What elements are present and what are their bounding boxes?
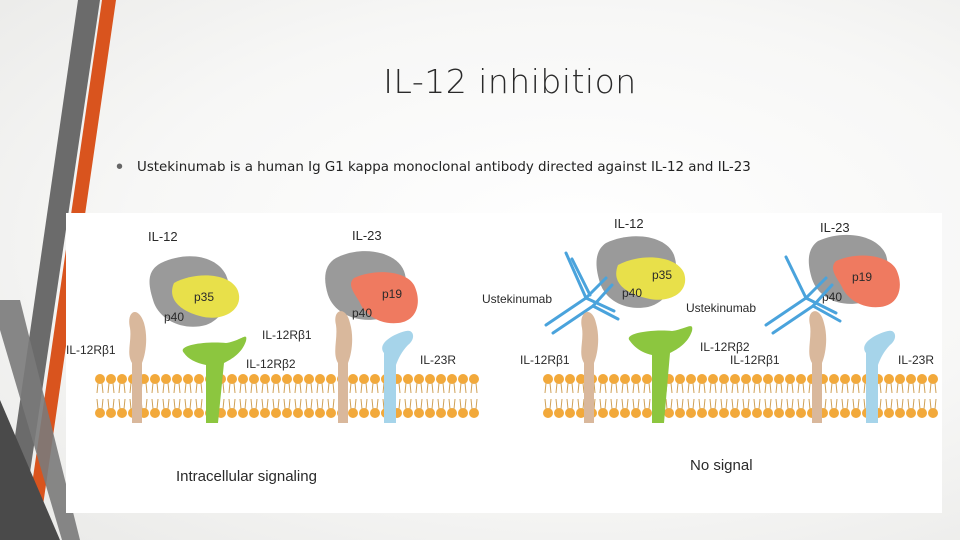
label-il12: IL-12 (148, 229, 178, 244)
label-il12: IL-12 (614, 216, 644, 231)
label-il12rb2: IL-12Rβ2 (246, 357, 296, 371)
il12-il23-diagram: IL-12 p35 p40 IL-23 p19 p40 IL-12Rβ1 IL-… (66, 213, 942, 513)
label-p40: p40 (622, 286, 642, 300)
caption-no-signal: No signal (690, 457, 753, 474)
label-il12rb1: IL-12Rβ1 (262, 328, 312, 342)
label-p40: p40 (164, 310, 184, 324)
label-ustekinumab: Ustekinumab (482, 292, 552, 306)
label-p19: p19 (382, 287, 402, 301)
label-il23: IL-23 (352, 228, 382, 243)
label-p19: p19 (852, 270, 872, 284)
bullet-icon: • (116, 156, 123, 179)
label-ustekinumab: Ustekinumab (686, 301, 756, 315)
label-il12rb1: IL-12Rβ1 (730, 353, 780, 367)
label-p35: p35 (194, 290, 214, 304)
label-p35: p35 (652, 268, 672, 282)
label-il23: IL-23 (820, 220, 850, 235)
label-p40: p40 (352, 306, 372, 320)
label-il23r: IL-23R (420, 353, 456, 367)
label-il12rb1: IL-12Rβ1 (520, 353, 570, 367)
label-il12rb1: IL-12Rβ1 (66, 343, 116, 357)
label-il23r: IL-23R (898, 353, 934, 367)
bullet-text: Ustekinumab is a human Ig G1 kappa monoc… (137, 160, 751, 175)
caption-intracellular-signaling: Intracellular signaling (176, 468, 317, 485)
label-il12rb2: IL-12Rβ2 (700, 340, 750, 354)
slide-title: IL-12 inhibition (300, 62, 720, 101)
bullet-item: • Ustekinumab is a human Ig G1 kappa mon… (116, 156, 916, 179)
